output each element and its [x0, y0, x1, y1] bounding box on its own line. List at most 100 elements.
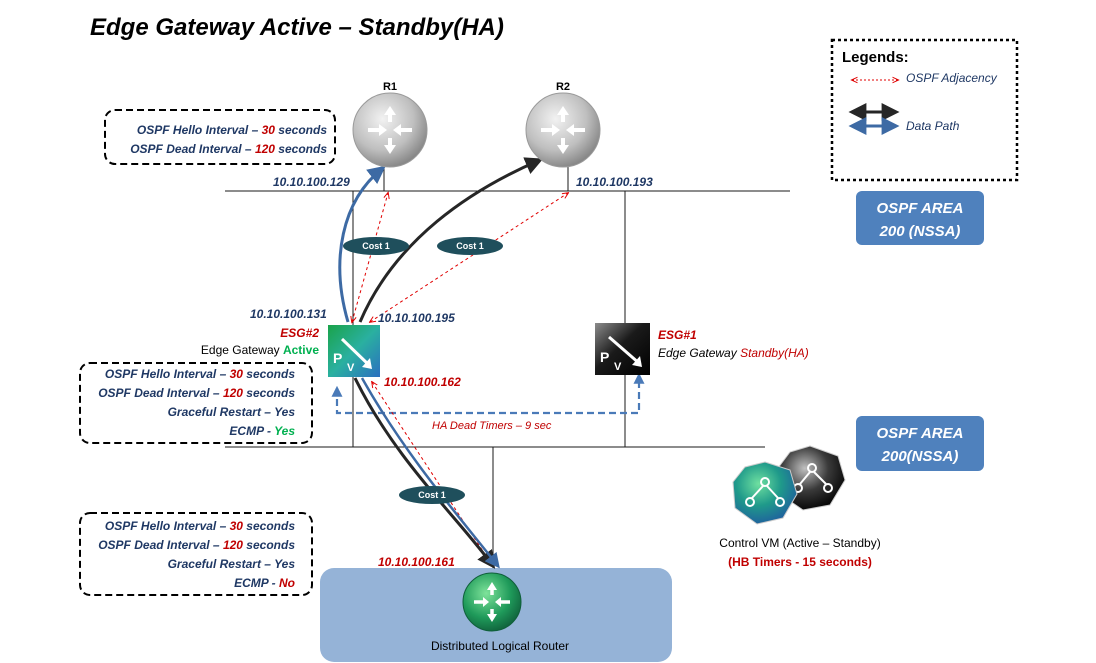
esg1-label: Edge Gateway Standby(HA) — [658, 346, 809, 360]
router-r1: R1 — [352, 81, 428, 168]
legend-box: Legends: OSPF Adjacency Data Path — [830, 38, 1019, 182]
cost-dlr-text: Cost 1 — [418, 490, 446, 500]
timer-row: Graceful Restart – Yes — [168, 557, 296, 571]
timer-key: OSPF Dead Interval – — [130, 142, 255, 156]
control-vm-active-icon — [732, 461, 798, 525]
ip-esg2-uplink2: 10.10.100.195 — [378, 311, 455, 325]
legend-heading: Legends: — [842, 49, 909, 66]
timer-value: Yes — [274, 424, 295, 438]
ha-heartbeat-path — [331, 372, 645, 415]
cost-r1-text: Cost 1 — [362, 241, 390, 251]
timer-suffix: Yes — [274, 557, 295, 571]
dlr-label: Distributed Logical Router — [431, 639, 569, 653]
timer-value: 30 — [230, 519, 244, 533]
esg1-icon-glyph: P V — [600, 335, 642, 373]
timer-suffix: seconds — [275, 123, 327, 137]
timer-suffix: seconds — [243, 538, 295, 552]
datapath-esg-r1-blue — [338, 165, 386, 323]
timer-value: 30 — [230, 367, 244, 381]
svg-text:P: P — [600, 349, 609, 365]
timer-row: ECMP - No — [234, 576, 295, 590]
esg1-state: Standby(HA) — [740, 346, 809, 360]
datapath-esg-dlr-blue — [360, 377, 500, 569]
esg2-name: ESG#2 — [280, 326, 319, 340]
timer-key: ECMP - — [229, 424, 274, 438]
timer-value: 120 — [223, 538, 243, 552]
timer-row: ECMP - Yes — [229, 424, 295, 438]
ha-dead-timers-label: HA Dead Timers – 9 sec — [432, 420, 552, 432]
esg2-active: ESG#2 Edge Gateway Active P V — [201, 325, 380, 377]
router-r2-label: R2 — [556, 81, 570, 93]
timer-key: OSPF Hello Interval – — [137, 123, 262, 137]
timer-key: Graceful Restart – — [168, 557, 275, 571]
timer-value: 120 — [255, 142, 275, 156]
timer-value: No — [279, 576, 295, 590]
timer-key: OSPF Hello Interval – — [105, 519, 230, 533]
cost-r2-text: Cost 1 — [456, 241, 484, 251]
datapath-esg-dlr-black — [353, 377, 496, 569]
timer-key: ECMP - — [234, 576, 279, 590]
control-vm-hb-timers: (HB Timers - 15 seconds) — [728, 555, 872, 569]
timer-value: 30 — [262, 123, 276, 137]
router-r2: R2 — [525, 81, 601, 168]
control-vm: Control VM (Active – Standby) (HB Timers… — [719, 445, 881, 569]
timer-value: 120 — [223, 386, 243, 400]
page-title: Edge Gateway Active – Standby(HA) — [90, 14, 504, 41]
ip-r2: 10.10.100.193 — [576, 175, 653, 189]
ip-esg2-internal: 10.10.100.162 — [384, 375, 461, 389]
timer-row: Graceful Restart – Yes — [168, 405, 296, 419]
timer-row: OSPF Hello Interval – 30 seconds — [105, 367, 295, 381]
esg2-icon-glyph: P V — [333, 337, 372, 374]
svg-text:P: P — [333, 350, 342, 366]
control-vm-label: Control VM (Active – Standby) — [719, 536, 880, 550]
timer-row: OSPF Hello Interval – 30 seconds — [105, 519, 295, 533]
timer-suffix: seconds — [275, 142, 327, 156]
ospf-area-bottom: OSPF AREA 200(NSSA) — [856, 416, 984, 471]
ip-esg2-uplink1: 10.10.100.131 — [250, 307, 327, 321]
area-bottom-line1: OSPF AREA — [877, 425, 964, 442]
esg2-label-prefix: Edge Gateway — [201, 343, 283, 357]
legend-datapath-label: Data Path — [906, 119, 960, 133]
ospf-area-top: OSPF AREA 200 (NSSA) — [856, 191, 984, 245]
cost-label-dlr: Cost 1 — [399, 486, 465, 504]
timer-suffix: seconds — [243, 519, 295, 533]
area-top-line1: OSPF AREA — [877, 200, 964, 217]
router-r2-arrows-icon — [541, 106, 585, 154]
timer-key: OSPF Dead Interval – — [98, 538, 223, 552]
area-top-line2: 200 (NSSA) — [879, 223, 961, 240]
ip-labels: 10.10.100.129 10.10.100.193 10.10.100.13… — [250, 175, 653, 569]
dlr-arrows-icon — [474, 582, 510, 622]
timer-suffix: seconds — [243, 386, 295, 400]
esg1-label-prefix: Edge Gateway — [658, 346, 740, 360]
legend-ospf-label: OSPF Adjacency — [906, 71, 998, 85]
ip-r1: 10.10.100.129 — [273, 175, 350, 189]
router-r1-label: R1 — [383, 81, 397, 93]
timer-key: OSPF Dead Interval – — [98, 386, 223, 400]
timer-row: OSPF Dead Interval – 120 seconds — [98, 386, 295, 400]
timer-suffix: seconds — [243, 367, 295, 381]
timer-row: OSPF Dead Interval – 120 seconds — [98, 538, 295, 552]
timer-key: Graceful Restart – — [168, 405, 275, 419]
datapath-esg-r2-black — [358, 157, 544, 323]
cost-label-r1: Cost 1 — [343, 237, 409, 255]
timer-row: OSPF Hello Interval – 30 seconds — [137, 123, 327, 137]
svg-text:V: V — [347, 362, 355, 374]
timer-key: OSPF Hello Interval – — [105, 367, 230, 381]
timer-row: OSPF Dead Interval – 120 seconds — [130, 142, 327, 156]
esg2-state: Active — [283, 343, 319, 357]
router-r1-arrows-icon — [368, 106, 412, 154]
esg2-label: Edge Gateway Active — [201, 343, 319, 357]
cost-label-r2: Cost 1 — [437, 237, 503, 255]
timer-suffix: Yes — [274, 405, 295, 419]
dlr-router: Distributed Logical Router — [431, 572, 569, 653]
esg1-name: ESG#1 — [658, 328, 697, 342]
ip-dlr: 10.10.100.161 — [378, 555, 455, 569]
area-bottom-line2: 200(NSSA) — [881, 448, 959, 465]
